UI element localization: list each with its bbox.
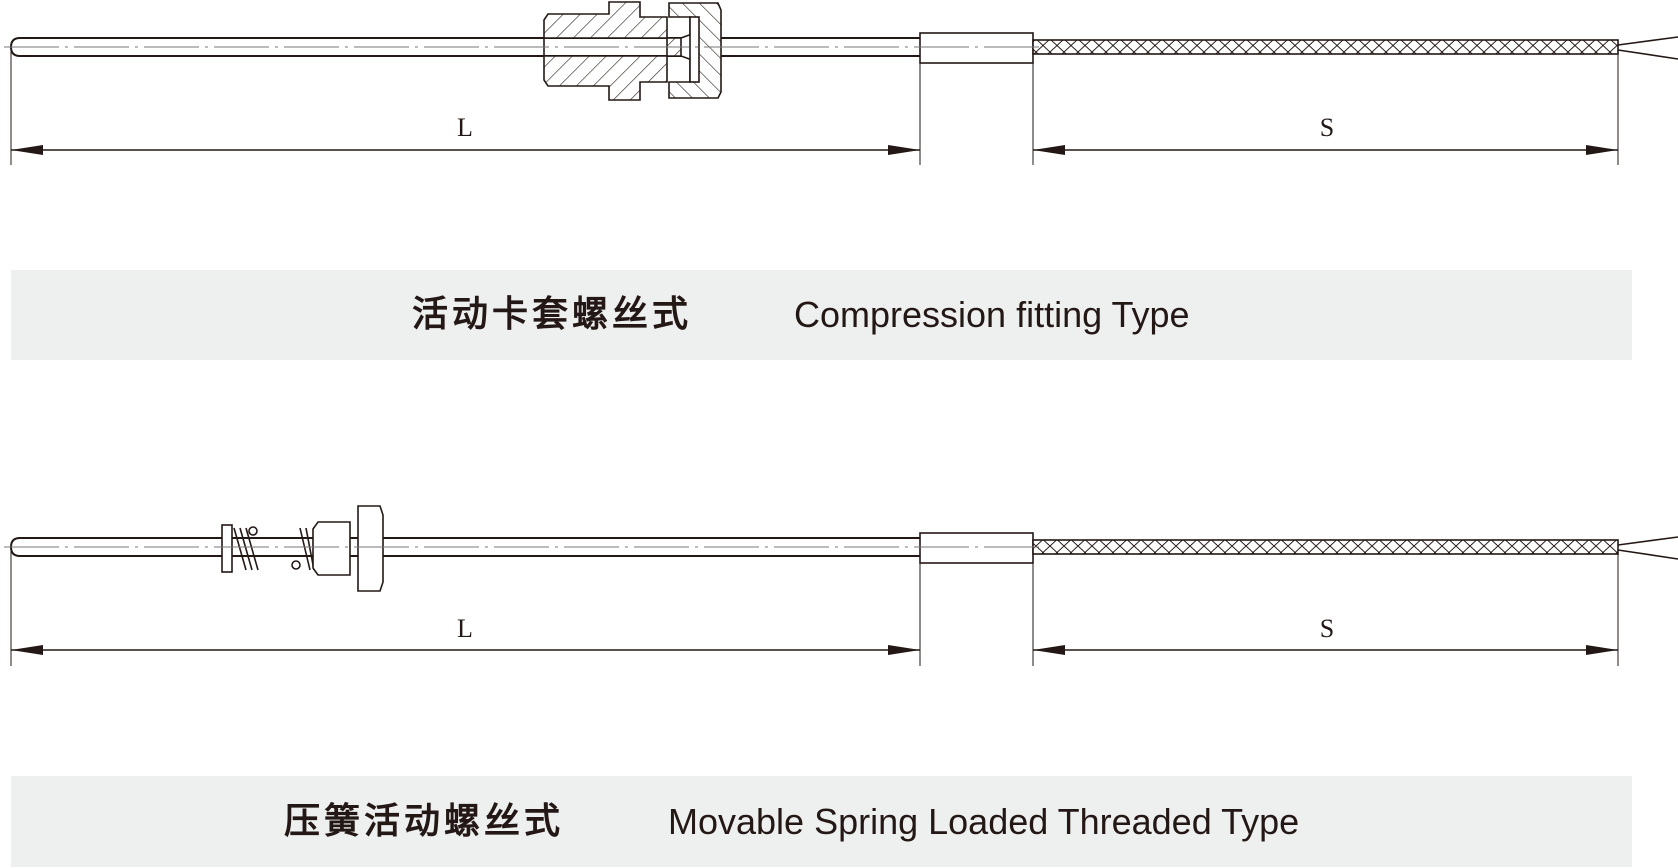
compression-fitting bbox=[543, 1, 722, 101]
lead-wires bbox=[1617, 36, 1678, 60]
compression-fitting-diagram: L S bbox=[4, 1, 1678, 165]
nut-body bbox=[312, 521, 351, 576]
dimension-label-s: S bbox=[1320, 113, 1334, 142]
transition-sleeve bbox=[919, 532, 1034, 564]
dimension-lines bbox=[10, 50, 1619, 165]
lead-wires bbox=[1617, 536, 1678, 560]
caption-band-compression: 活动卡套螺丝式 Compression fitting Type bbox=[11, 270, 1632, 360]
caption-en: Movable Spring Loaded Threaded Type bbox=[668, 800, 1300, 842]
dimension-label-l: L bbox=[457, 614, 473, 643]
caption-en: Compression fitting Type bbox=[794, 294, 1190, 335]
dimension-label-s: S bbox=[1320, 614, 1334, 643]
spring-loaded-fitting bbox=[221, 505, 384, 592]
dimension-lines bbox=[10, 550, 1619, 666]
spring-loaded-diagram: L S bbox=[4, 505, 1678, 666]
dimension-label-l: L bbox=[457, 113, 473, 142]
caption-cn: 压簧活动螺丝式 bbox=[284, 800, 565, 842]
spring bbox=[233, 527, 259, 571]
braided-cable bbox=[1032, 539, 1619, 555]
washer bbox=[221, 524, 233, 573]
caption-band-spring: 压簧活动螺丝式 Movable Spring Loaded Threaded T… bbox=[11, 776, 1632, 867]
hex-nut bbox=[357, 505, 384, 592]
braided-cable bbox=[1032, 39, 1619, 55]
caption-cn: 活动卡套螺丝式 bbox=[412, 294, 693, 335]
transition-sleeve bbox=[919, 32, 1034, 64]
